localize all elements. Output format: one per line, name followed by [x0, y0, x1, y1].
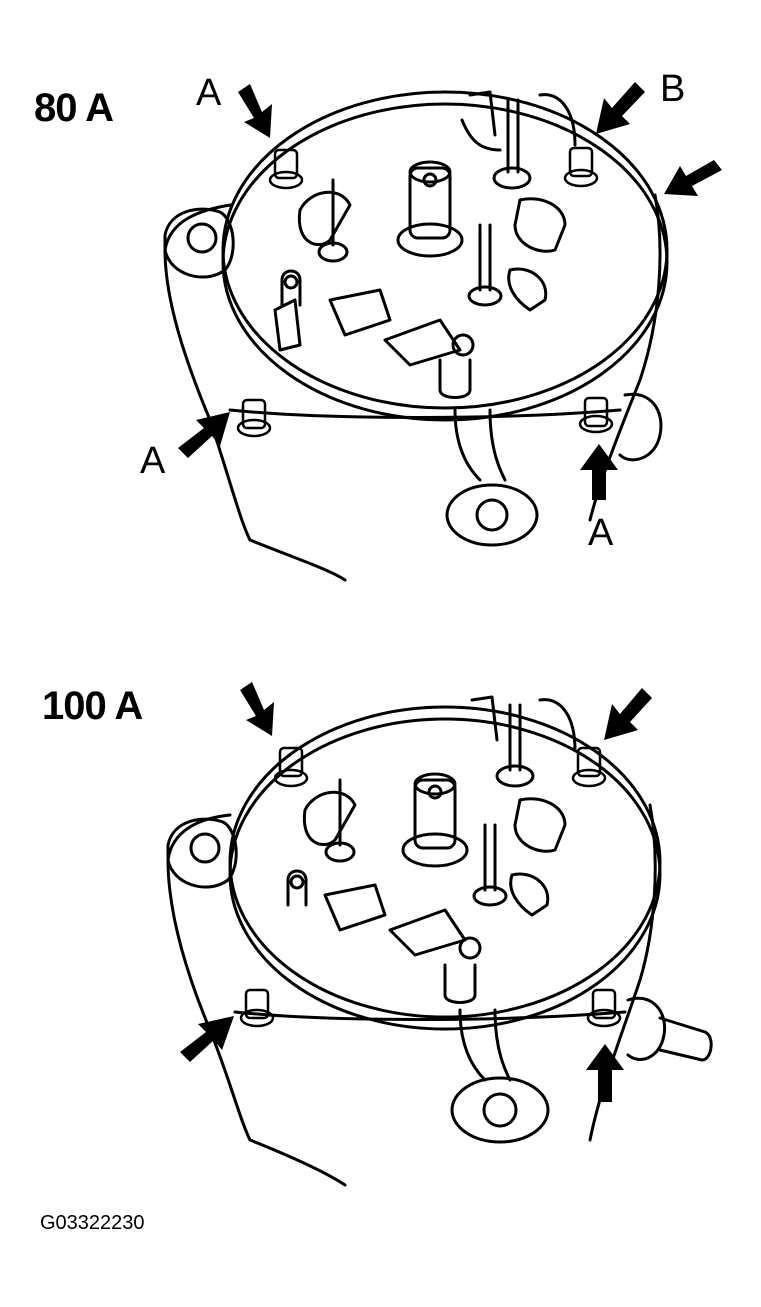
arrow-icon [664, 160, 722, 196]
callout-label: A [196, 72, 222, 114]
arrow-icon [180, 1016, 234, 1062]
callout-label: A [588, 512, 614, 554]
alternator-80a-illustration [163, 90, 669, 582]
rating-label: 80 A [34, 86, 114, 130]
callout-label: B [660, 68, 686, 110]
panel-100a: 100 A [0, 640, 761, 1200]
rating-label: 100 A [42, 684, 143, 728]
arrow-icon [240, 682, 274, 736]
figure-id: G03322230 [40, 1212, 145, 1234]
alternator-100a-illustration [166, 695, 713, 1187]
callout-arrows [178, 82, 722, 500]
arrow-icon [580, 444, 618, 500]
arrow-icon [604, 688, 652, 740]
callout-arrows [180, 682, 652, 1102]
arrow-icon [238, 84, 272, 138]
callout-label: A [140, 440, 166, 482]
arrow-icon [596, 82, 645, 134]
arrow-icon [178, 412, 230, 458]
panel-80a: 80 A A B A A [0, 0, 761, 600]
arrow-icon [586, 1044, 624, 1102]
